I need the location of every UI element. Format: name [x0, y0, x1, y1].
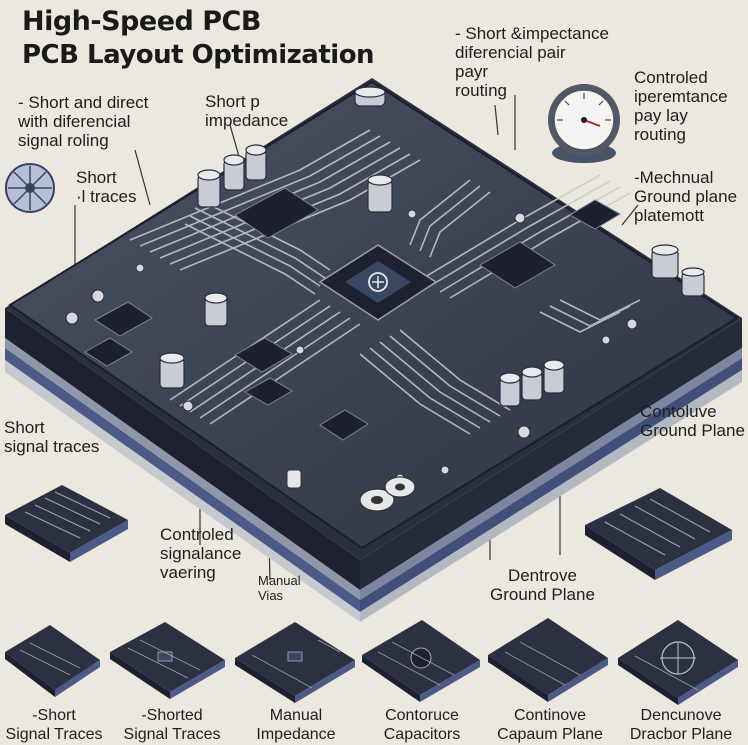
bottom-thumb-4: [362, 620, 480, 702]
bottom-thumb-6: [618, 620, 738, 705]
thumbnail-right: [585, 488, 732, 580]
label-dentrove-ground: Dentrove Ground Plane: [490, 566, 595, 604]
bottom-thumb-5: [488, 618, 608, 702]
label-manual-via: Manual Vias: [258, 573, 301, 603]
bottom-thumb-3: [235, 622, 355, 703]
bottom-thumb-2: [110, 622, 225, 699]
label-controled-signal: Controled signalance vaering: [160, 525, 242, 582]
label-ground-plane-placement: -Mechnual Ground plane platemott: [634, 168, 738, 225]
bottom-label-2: -Shorted Signal Traces: [123, 707, 221, 743]
bottom-thumbnails: [5, 618, 738, 705]
bottom-label-4: Contoruce Capacitors: [383, 707, 461, 743]
page-subtitle: PCB Layout Optimization: [22, 40, 375, 70]
bottom-label-5: Continove Capaum Plane: [497, 707, 603, 743]
bottom-label-3: Manual Impedance: [256, 707, 336, 743]
chip-logo-icon: [368, 272, 388, 292]
main-processor-chip: [318, 244, 438, 321]
label-short-traces-left: Short ·l traces: [76, 168, 137, 206]
lens-icon: [5, 163, 55, 213]
gauge-icon: [548, 84, 620, 163]
bottom-label-6: Dencunove Dracbor Plane: [629, 707, 733, 743]
page-title: High-Speed PCB: [22, 6, 261, 37]
thumbnail-left: [5, 485, 128, 562]
label-short-signal-left: Short signal traces: [4, 418, 100, 456]
label-contoluve-ground: Contoluve Ground Plane: [640, 402, 745, 440]
label-short-direct: - Short and direct with diferencial sign…: [18, 93, 149, 150]
label-top-center: - Short &impectance diferencial pair pay…: [455, 24, 610, 100]
washer-components: [286, 469, 416, 512]
bottom-thumb-1: [5, 625, 100, 697]
bottom-label-1: -Short Signal Traces: [5, 707, 103, 743]
label-controled-impedance: Controled iperemtance pay lay routing: [634, 68, 728, 144]
label-short-impedance: Short p impedance: [205, 92, 289, 130]
